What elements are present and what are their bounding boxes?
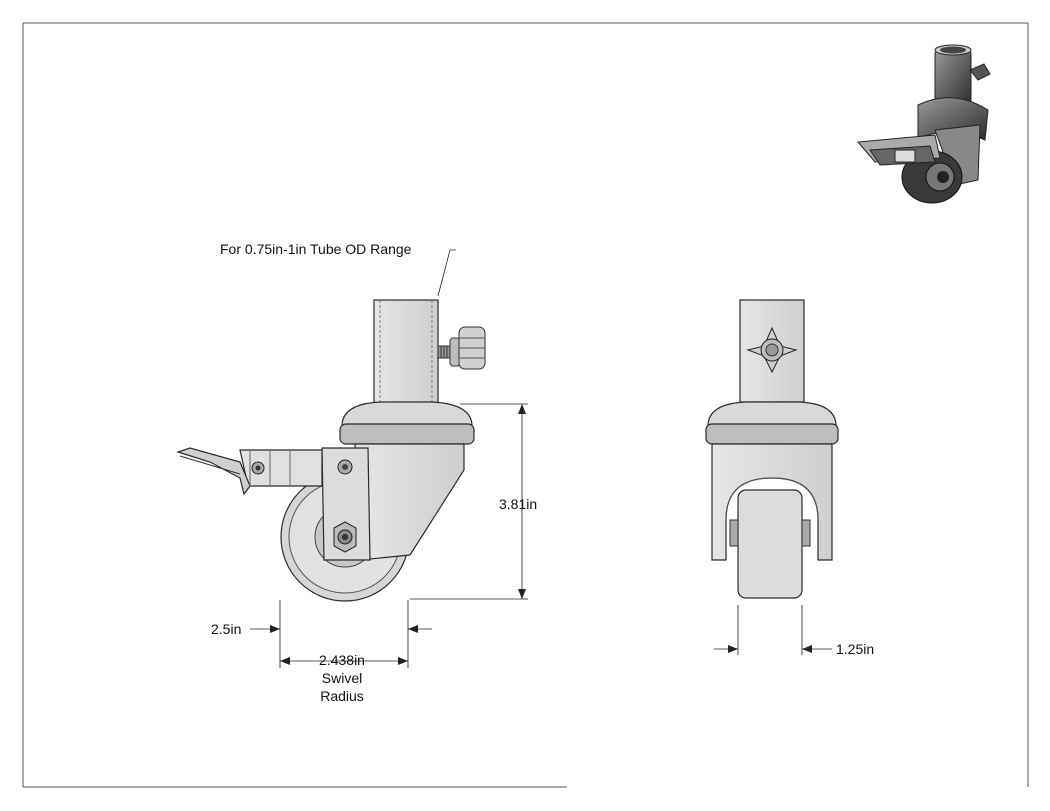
swivel-word1-label: Swivel [322,670,362,686]
swivel-word2-label: Radius [320,688,364,704]
brake-lever [176,447,323,496]
callout-leader [437,249,456,297]
swivel-ring [339,423,475,445]
isometric-view [856,44,991,204]
dim-wheel [250,600,432,668]
dim-width [714,605,832,655]
tube-socket [373,299,439,405]
swivel-value-label: 2.438in [319,652,365,668]
side-view [176,249,486,602]
front-view [705,299,839,599]
tube-range-label: For 0.75in-1in Tube OD Range [220,241,412,257]
thumb-screw [437,326,486,370]
swivel-dome [341,401,473,427]
height-label: 3.81in [499,496,537,512]
front-dome [707,401,837,427]
sheet-border [22,22,1029,788]
fork-leg [354,443,465,561]
dim-height [410,403,528,600]
width-label: 1.25in [836,641,874,657]
wheel-dia-label: 2.5in [211,621,241,637]
front-wheel [737,489,803,599]
wing-knob [746,326,798,374]
front-ring [705,423,839,445]
